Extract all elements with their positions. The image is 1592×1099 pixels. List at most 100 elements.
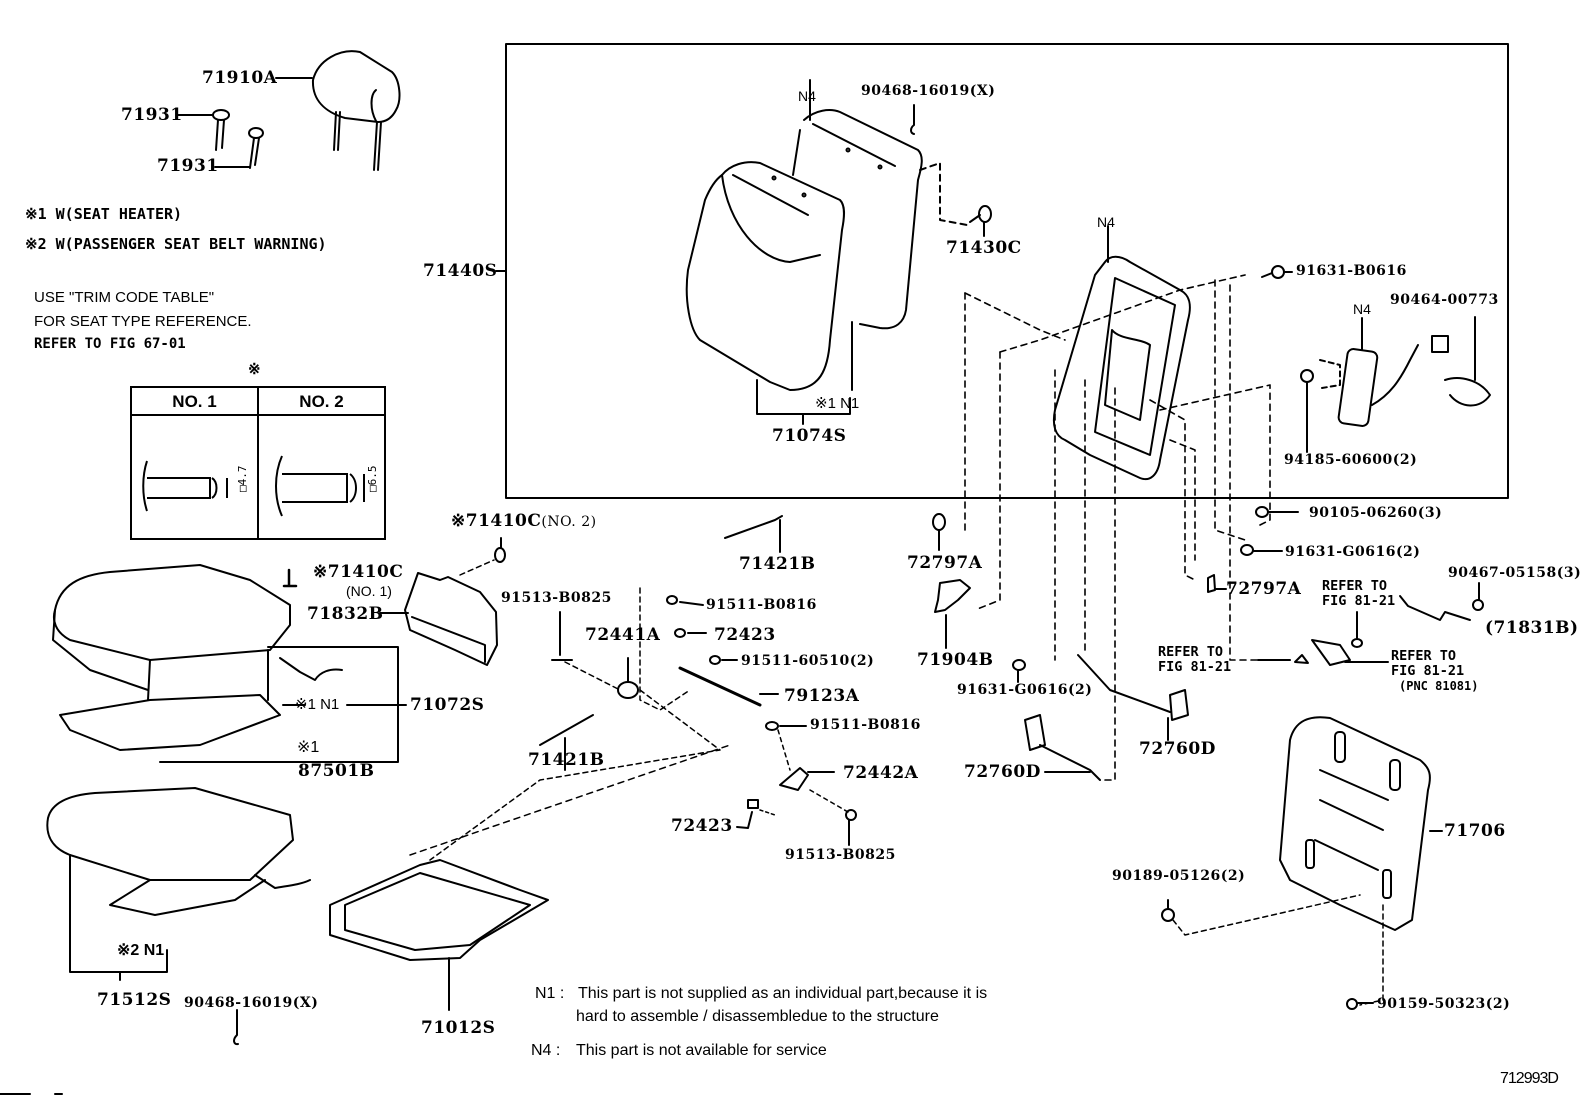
part-label-72441A[interactable]: 72441A: [585, 625, 661, 645]
part-label-91511-B0816-top[interactable]: 91511-B0816: [706, 597, 817, 613]
part-label-87501B[interactable]: 87501B: [298, 761, 375, 781]
cushion-cover-drawing: [46, 787, 311, 1046]
ref-line: (PNC 81081): [1399, 679, 1479, 693]
headrest-guides-drawing: [177, 109, 264, 169]
part-label-71430C[interactable]: 71430C: [946, 238, 1022, 258]
headrest-drawing: [275, 50, 401, 171]
part-label-71931[interactable]: 71931: [157, 156, 219, 176]
note-seat-heater: ※1 W(SEAT HEATER): [25, 205, 183, 223]
clip-no1-icon: [142, 460, 228, 512]
clip-table-marker: ※: [248, 360, 261, 378]
part-label-91511-60510[interactable]: 91511-60510(2): [741, 653, 875, 669]
part-label-71410C-no1[interactable]: ※71410C: [313, 562, 404, 582]
release-parts-drawing: [932, 506, 1484, 781]
part-label-90105-06260[interactable]: 90105-06260(3): [1309, 505, 1443, 521]
part-label-71831B[interactable]: (71831B): [1485, 618, 1579, 638]
ref-line: FIG 81-21: [1158, 659, 1232, 675]
part-label-79123A[interactable]: 79123A: [784, 686, 860, 706]
part-label-71706[interactable]: 71706: [1444, 821, 1506, 841]
part-label-90468-16019-top[interactable]: 90468-16019(X): [861, 83, 996, 99]
part-label-72423-top[interactable]: 72423: [714, 625, 776, 645]
sensor-drawing: [1300, 316, 1491, 453]
part-label-91631-B0616[interactable]: 91631-B0616: [1296, 263, 1407, 279]
note-seat-belt-warning: ※2 W(PASSENGER SEAT BELT WARNING): [25, 235, 327, 253]
part-label-71074S[interactable]: 71074S: [772, 426, 847, 446]
part-label-91631-G0616-right[interactable]: 91631-G0616(2): [1285, 544, 1421, 560]
footnote-n1-key: N1 :: [535, 985, 565, 1002]
frame-connection-lines: [964, 274, 1291, 781]
bolt-91631-B0616-drawing: [1261, 265, 1293, 279]
part-suffix: (NO. 2): [541, 514, 597, 530]
ref-line: REFER TO: [1391, 648, 1457, 664]
part-label-71012S[interactable]: 71012S: [421, 1018, 496, 1038]
note-trim-code-line2: FOR SEAT TYPE REFERENCE.: [34, 313, 252, 330]
part-label-90189-05126[interactable]: 90189-05126(2): [1112, 868, 1246, 884]
part-label-91511-B0816-bottom[interactable]: 91511-B0816: [810, 717, 921, 733]
clip-table-header-no1: NO. 1: [132, 388, 259, 416]
clip-table-divider: [257, 388, 259, 538]
part-label-72797A-left[interactable]: 72797A: [907, 553, 983, 573]
clip-type-table: NO. 1 NO. 2 □4.7 □6.5: [130, 386, 386, 540]
part-label-91513-B0825-bottom[interactable]: 91513-B0825: [785, 847, 896, 863]
seat-frame-drawing: [329, 744, 731, 1011]
part-label-94185-60600[interactable]: 94185-60600(2): [1284, 452, 1418, 468]
n1-label-pad: ※1 N1: [295, 696, 340, 713]
clip-no1-dimension: □4.7: [236, 465, 249, 493]
part-label-71904B[interactable]: 71904B: [917, 650, 994, 670]
recliner-parts-drawing: [429, 515, 857, 861]
n1-label-cover: ※1 N1: [815, 395, 860, 412]
part-label-71072S[interactable]: 71072S: [410, 695, 485, 715]
footnote-n4-text: This part is not available for service: [576, 1042, 827, 1059]
note-trim-code-line3: REFER TO FIG 67-01: [34, 336, 186, 352]
seatback-frame-drawing: [1052, 225, 1191, 480]
footnote-n4-key: N4 :: [531, 1042, 561, 1059]
part-label-72797A-right[interactable]: 72797A: [1226, 579, 1302, 599]
note-trim-code-line1: USE "TRIM CODE TABLE": [34, 289, 215, 306]
n4-label-frame: N4: [1097, 214, 1115, 230]
part-label-91513-B0825-top[interactable]: 91513-B0825: [501, 590, 612, 606]
part-label-91631-G0616-left[interactable]: 91631-G0616(2): [957, 682, 1093, 698]
part-label-72760D-left[interactable]: 72760D: [964, 762, 1041, 782]
ref-line: FIG 81-21: [1322, 593, 1396, 609]
clip-no2-dimension: □6.5: [366, 465, 379, 493]
part-label-71440S[interactable]: 71440S: [423, 261, 498, 281]
part-label-90467-05158[interactable]: 90467-05158(3): [1448, 565, 1582, 581]
part-label-90159-50323[interactable]: 90159-50323(2): [1377, 996, 1511, 1012]
part-label-71410C-no2[interactable]: ※71410C(NO. 2): [451, 513, 597, 530]
part-label-71421B-top[interactable]: 71421B: [739, 554, 816, 574]
part-label-71931[interactable]: 71931: [121, 105, 183, 125]
bushing-71430C-drawing: [919, 162, 992, 237]
part-label-72442A[interactable]: 72442A: [843, 763, 919, 783]
part-label-90464-00773[interactable]: 90464-00773: [1390, 292, 1499, 308]
ref-line: REFER TO: [1322, 578, 1388, 594]
clip-table-header-no2: NO. 2: [259, 388, 384, 416]
part-suffix-no1: (NO. 1): [346, 583, 392, 599]
part-label-71421B-bottom[interactable]: 71421B: [528, 750, 605, 770]
seatback-board-drawing: [1161, 716, 1443, 1010]
n4-label-sensor: N4: [1353, 301, 1371, 317]
cushion-shield-drawing: [282, 537, 506, 666]
ref-line: FIG 81-21: [1391, 663, 1465, 679]
part-label-72760D-right[interactable]: 72760D: [1139, 739, 1216, 759]
clip-no2-icon: [275, 455, 365, 517]
part-number: ※71410C: [451, 511, 542, 531]
footnote-n1-text-line2: hard to assemble / disassembledue to the…: [576, 1008, 939, 1025]
part-label-71832B[interactable]: 71832B: [307, 604, 384, 624]
clip-illustrations: [142, 455, 365, 517]
part-label-71910A[interactable]: 71910A: [202, 68, 278, 88]
part-label-71512S[interactable]: 71512S: [97, 990, 172, 1010]
part-label-90468-16019-bottom[interactable]: 90468-16019(X): [184, 995, 319, 1011]
n4-label-cover: N4: [798, 88, 816, 104]
note-marker-87501B: ※1: [297, 739, 320, 756]
seat-cushion-drawing: [52, 564, 407, 763]
ref-line: REFER TO: [1158, 644, 1224, 660]
figure-id: 712993D: [1500, 1070, 1559, 1087]
n1-label-cover-bottom: ※2 N1: [117, 942, 165, 959]
part-label-72423-bottom[interactable]: 72423: [671, 816, 733, 836]
seatback-cover-drawing: [685, 79, 923, 425]
hog-ring-top: [910, 104, 915, 135]
